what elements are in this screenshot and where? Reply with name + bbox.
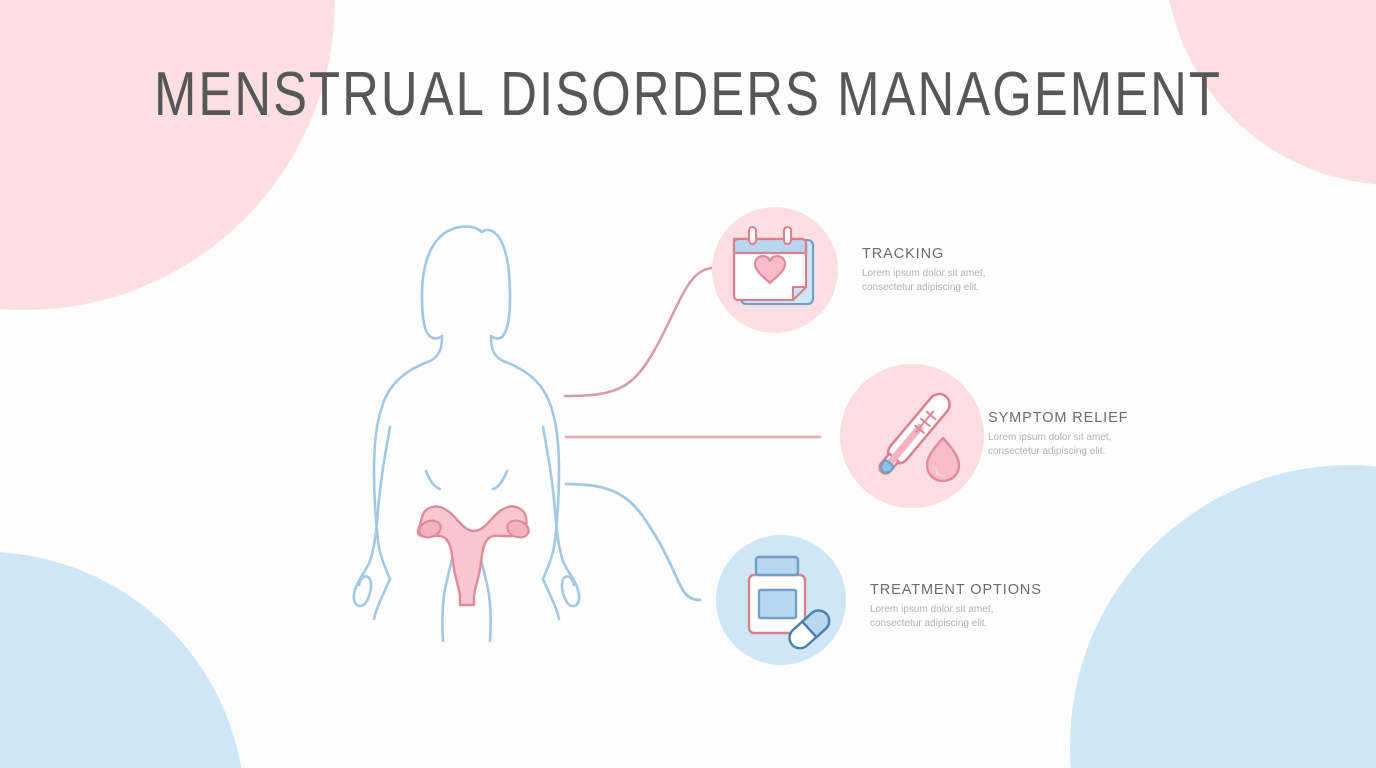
page-title: MENSTRUAL DISORDERS MANAGEMENT: [153, 60, 1223, 129]
connector-tracking: [563, 266, 714, 398]
item-desc-symptom-relief-line1: Lorem ipsum dolor sit amet,: [988, 432, 1112, 443]
item-desc-treatment-options-line2: consectetur adipiscing elit.: [870, 618, 988, 629]
item-title-tracking: TRACKING: [862, 246, 945, 262]
item-desc-tracking-line1: Lorem ipsum dolor sit amet,: [862, 268, 986, 279]
item-title-treatment-options: TREATMENT OPTIONS: [870, 582, 1042, 598]
pill-bottle-capsule-icon: [747, 555, 831, 650]
item-desc-treatment-options-line1: Lorem ipsum dolor sit amet,: [870, 604, 994, 615]
item-desc-symptom-relief-line2: consectetur adipiscing elit.: [988, 446, 1106, 457]
item-text-symptom-relief: SYMPTOM RELIEF Lorem ipsum dolor sit ame…: [988, 410, 1128, 459]
item-text-treatment-options: TREATMENT OPTIONS Lorem ipsum dolor sit …: [870, 582, 1042, 631]
thermometer-droplet-icon: [878, 392, 961, 483]
item-desc-tracking-line2: consectetur adipiscing elit.: [862, 282, 980, 293]
calendar-heart-icon: [732, 225, 815, 306]
item-text-tracking: TRACKING Lorem ipsum dolor sit amet, con…: [862, 246, 985, 295]
female-body-silhouette: [352, 225, 581, 643]
item-title-symptom-relief: SYMPTOM RELIEF: [988, 410, 1129, 426]
uterus-illustration: [416, 505, 530, 607]
connector-treatment: [564, 482, 702, 602]
